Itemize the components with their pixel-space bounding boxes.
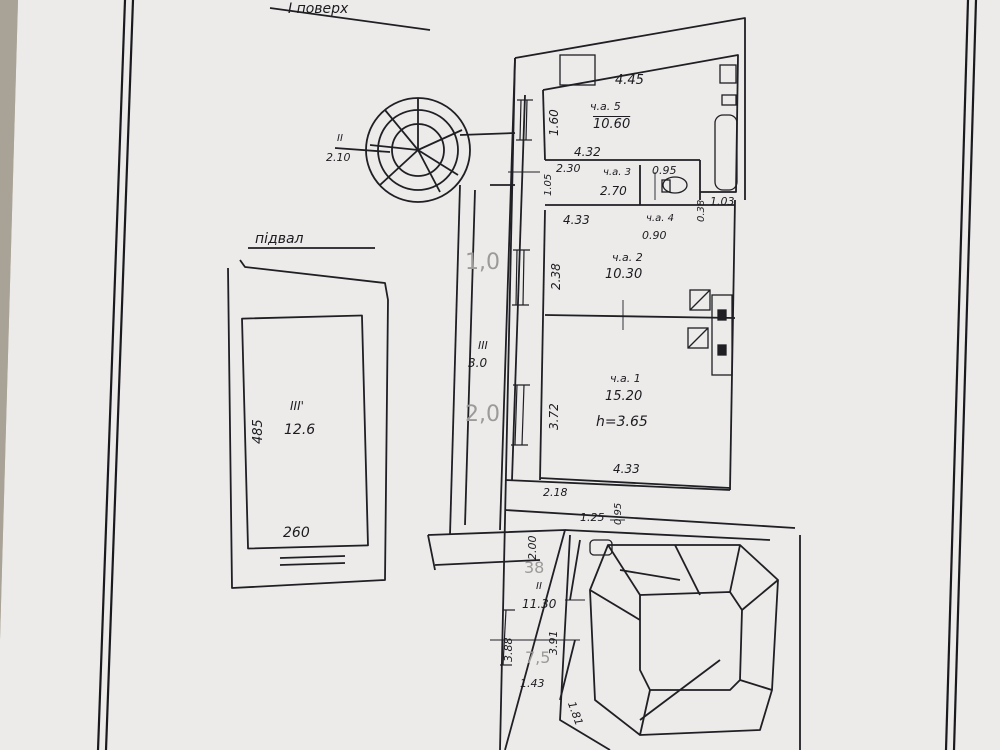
room-5-name: ч.а. 5 (590, 100, 621, 113)
pencil-note-2: 2,0 (465, 402, 500, 427)
room-2-dim-top: 4.33 (563, 213, 590, 227)
hall-dim-g: 1.43 (520, 677, 545, 690)
room-1-dim-bottom: 4.33 (613, 462, 640, 476)
room-2-area: 10.30 (605, 267, 643, 282)
room-5-dim-side: 1.60 (547, 109, 561, 136)
basement-dim-side: 485 (251, 419, 266, 444)
room-4-dim-right: 1.03 (710, 195, 735, 208)
hall-area: 11.30 (522, 597, 557, 611)
corridor-name: III (478, 339, 488, 352)
floor-title: I поверх (288, 1, 349, 17)
pencil-note-3: 38 (524, 558, 545, 577)
hall-dim-a: 2.18 (543, 486, 568, 499)
room-5-dim-top: 4.45 (615, 73, 644, 88)
room-3-dim-top: 2.30 (556, 162, 581, 175)
room-1-name: ч.а. 1 (610, 372, 641, 385)
spiral-stair-area: 2.10 (326, 151, 351, 164)
spiral-stair-name: II (337, 133, 343, 144)
room-4-dim-side: 0.38 (696, 199, 707, 222)
hall-dim-d: 2.00 (526, 535, 539, 561)
room-3-dim-top-right: 0.95 (652, 164, 677, 177)
basement-dim-bottom: 260 (283, 525, 310, 541)
basement-room-area: 12.6 (284, 422, 316, 438)
hall-dim-b: 0.95 (613, 502, 624, 525)
paper-shadow-left (0, 0, 18, 640)
room-5-dim-bottom: 4.32 (574, 145, 601, 159)
pencil-note-1: 1,0 (465, 250, 500, 275)
room-2-name: ч.а. 2 (612, 251, 643, 264)
sheet-border (96, 0, 978, 750)
corridor-area: 3.0 (468, 356, 488, 370)
hall-dim-c: 1.25 (580, 511, 605, 524)
room-3-name: ч.а. 3 (603, 167, 631, 178)
room-5-area: 10.60 (593, 117, 631, 132)
room-1-area: 15.20 (605, 389, 643, 404)
hall-dim-e: 3.88 (502, 637, 515, 663)
room-3-dim-left: 1.05 (543, 173, 554, 196)
room-4-name: ч.а. 4 (646, 213, 674, 224)
room-3-area: 2.70 (600, 184, 627, 198)
room-2-dim-side: 2.38 (549, 263, 563, 290)
room-4-area: 0.90 (642, 229, 667, 242)
fixtures (559, 54, 738, 556)
basement-title: підвал (255, 231, 304, 247)
pencil-note-4: 7,5 (525, 648, 551, 667)
room-1-height: h=3.65 (596, 414, 648, 430)
room-1-dim-side: 3.72 (547, 403, 561, 430)
window-marks (500, 99, 533, 666)
basement-room-name: III' (290, 399, 304, 413)
dimension-lines (490, 171, 656, 641)
hall-name: II (536, 581, 542, 592)
plan-walls (227, 7, 801, 750)
